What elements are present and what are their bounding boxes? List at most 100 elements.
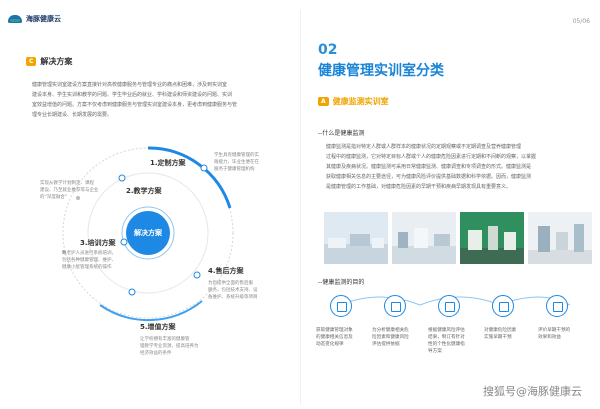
step-3-desc-line: 为老护人员进行系统培训， (62, 251, 116, 256)
brand-logo: 海豚健康云 (8, 14, 61, 24)
node-dot (200, 164, 208, 172)
step-4-desc-line: 备维护、系统升级等项目 (208, 295, 258, 300)
subhead-what: --什么是健康监测 (318, 130, 365, 137)
step-2-desc-line: 的“深度融合” (40, 195, 68, 200)
small-dot (62, 250, 66, 254)
purpose-line: 动态变化规律 (316, 342, 344, 347)
section-heading: 健康管理实训室分类 (318, 63, 444, 79)
purpose-icon-2 (384, 295, 406, 317)
purpose-text-5: 评价早期干预的 效果和效益 (538, 327, 590, 341)
purpose-line: 为分析健康相关危 (372, 328, 409, 333)
blue-arc-bottom (99, 300, 203, 322)
watermark: 搜狐号@海豚健康云 (483, 385, 582, 398)
step-1-desc-line: 服务于健康管理机构 (214, 167, 255, 172)
lab-photo-1 (324, 212, 388, 264)
step-4-desc: 为您提供全面的售后服 服务，包括技术支持、设 备维护、系统升级等项目 (208, 280, 258, 301)
lab-photo-3 (460, 212, 524, 264)
center-circle (126, 211, 170, 255)
purpose-line: 性的个性化健康指 (428, 342, 465, 347)
step-2-desc: 实现从教学计划制定、课程 建设、乃至就业推荐等与企业 的“深度融合” (40, 180, 99, 201)
node-dot (193, 271, 201, 279)
inner-ring (87, 172, 209, 294)
desc-line: 获取健康相关信息的主要途径，可为健康风险评价提供基础数据和科学依据。因而，健康监… (326, 174, 532, 180)
intro-line: 健康管理实训室建设方案直接针对高校健康服务与管理专业的痛点和困难，涉及到实训室 (32, 82, 228, 88)
page-divider (300, 10, 301, 405)
dolphin-logo-icon (8, 15, 22, 23)
purpose-line: 的健康相关信息及 (316, 335, 353, 340)
purpose-icon-1 (330, 295, 352, 317)
step-3-title: 3.培训方案 (80, 239, 116, 247)
step-5-desc-line: 理教学专业资源，提高培养为 (140, 344, 199, 349)
solution-diagram (62, 146, 234, 322)
purpose-line: 获取健康管理对象 (316, 328, 353, 333)
purpose-text-2: 为分析健康相关危 险因素和健康风险 评估提供依据 (372, 327, 424, 348)
purpose-icon-3 (438, 295, 460, 317)
purpose-line: 效果和效益 (538, 335, 561, 340)
step-1: 学生具有健康管理的实 践能力，毕业生便在在 服务于健康管理机构 (214, 152, 259, 173)
node-dot (118, 174, 126, 182)
step-2-title: 2.教学方案 (126, 187, 162, 195)
purpose-line: 险因素和健康风险 (372, 335, 409, 340)
desc-line: 健康监测是指对特定人群或人群样本的健康状况的定期观察或不定期调查及营养健康管理 (326, 144, 522, 150)
step-5-desc-line: 让学校拥有丰富的健康管 (140, 337, 190, 342)
purpose-line: 评估提供依据 (372, 342, 400, 347)
left-section-heading: C 解决方案 (26, 56, 72, 67)
lab-photo-2 (392, 212, 456, 264)
step-3-desc-line: 包括各种健康管理、维护、 (62, 258, 116, 263)
subsection-badge: A (318, 97, 329, 106)
section-title: 解决方案 (40, 57, 73, 66)
page-number: 05/06 (572, 18, 590, 25)
step-1-title: 1.定制方案 (150, 159, 186, 167)
document-icon (337, 302, 347, 312)
purpose-icon-4 (492, 295, 514, 317)
purpose-text-1: 获取健康管理对象 的健康相关信息及 动态变化规律 (316, 327, 368, 348)
step-3-desc: 为老护人员进行系统培训， 包括各种健康管理、维护、 健康小屋管理系统的操作 (62, 250, 116, 271)
step-1-desc-line: 学生具有健康管理的实 (214, 153, 259, 158)
subsection-title: 健康监测实训室 (332, 97, 389, 106)
desc-line: 过程中的健康监测，它对特定目标人群或个人的健康危险因素进行定期和不间断的观察，以… (326, 154, 537, 160)
node-dot (128, 288, 136, 296)
evaluation-icon (553, 302, 563, 312)
outer-dashed-ring (62, 147, 234, 319)
purpose-line: 导方案 (428, 349, 442, 354)
lab-photo-4 (528, 212, 592, 264)
section-badge: C (26, 57, 37, 66)
step-5-desc-line: 经济效益的条件 (140, 351, 172, 356)
desc-line: 是健康管理的工作基础，对健康危险因素的早期干预和疾病早期发现具有重要意义。 (326, 184, 512, 190)
intro-paragraph: 健康管理实训室建设方案直接针对高校健康服务与管理专业的痛点和困难，涉及到实训室 … (32, 80, 294, 120)
purpose-line: 实施早期干预 (484, 335, 512, 340)
step-4-desc-line: 服务，包括技术支持、设 (208, 288, 258, 293)
step-3-desc-line: 健康小屋管理系统的操作 (62, 265, 112, 270)
step-1-desc-line: 践能力，毕业生便在在 (214, 160, 259, 165)
section-number: 02 (318, 42, 338, 58)
node-dot (120, 238, 128, 246)
center-halo (121, 206, 175, 260)
blue-arc (147, 146, 232, 209)
center-label: 解决方案 (134, 229, 162, 237)
purpose-text-3: 根据健康风险评估 结果，制订有针对 性的个性化健康指 导方案 (428, 327, 480, 355)
intro-line: 建设本身、学生实训和教学的问题、学生毕业后的就业、学科建设和师资建设的问题、实训 (32, 92, 233, 98)
step-5-title: 5.增值方案 (140, 323, 176, 331)
purpose-text-4: 对健康危险因素 实施早期干预 (484, 327, 536, 341)
purpose-line: 结果，制订有针对 (428, 335, 465, 340)
purpose-line: 评价早期干预的 (538, 328, 571, 333)
step-2-desc-line: 实现从教学计划制定、课程 (40, 181, 94, 186)
small-dot (76, 196, 80, 200)
step-1-desc: 学生具有健康管理的实 践能力，毕业生便在在 服务于健康管理机构 (214, 152, 259, 173)
shield-icon (499, 302, 509, 312)
subsection-heading: A 健康监测实训室 (318, 96, 389, 107)
desc-line: 其健康及疾病状况。健康监测可采用日常健康监测、健康调查和专项调查的形式。健康监测… (326, 164, 532, 170)
subhead-purpose: --健康监测的目的 (318, 279, 365, 286)
step-4-desc-line: 为您提供全面的售后服 (208, 281, 253, 286)
purpose-line: 根据健康风险评估 (428, 328, 465, 333)
intro-line: 室效益增值的问题。方案不仅考虑到健康服务与管理实训室建设本身，更考虑到健康服务与… (32, 102, 238, 108)
chart-icon (391, 302, 401, 312)
purpose-icon-5 (546, 295, 568, 317)
monitoring-description: 健康监测是指对特定人群或人群样本的健康状况的定期观察或不定期调查及营养健康管理 … (326, 142, 590, 192)
step-5-desc: 让学校拥有丰富的健康管 理教学专业资源，提高培养为 经济效益的条件 (140, 336, 199, 357)
clipboard-icon (445, 302, 455, 312)
purpose-line: 对健康危险因素 (484, 328, 517, 333)
step-4-title: 4.售后方案 (208, 267, 244, 275)
logo-text: 海豚健康云 (26, 15, 61, 23)
intro-line: 理专业长期建设、长期发展的需要。 (32, 112, 113, 118)
